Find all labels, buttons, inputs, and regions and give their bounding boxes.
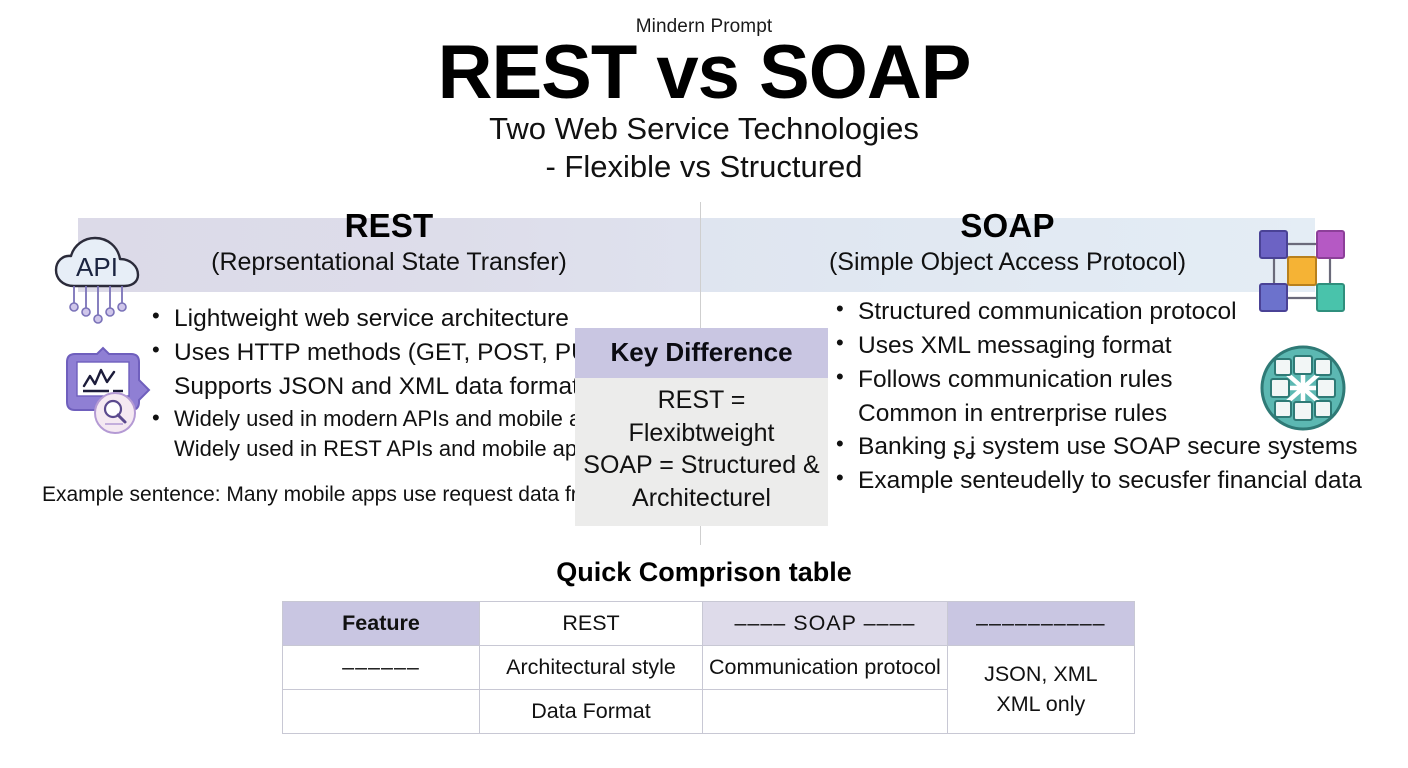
key-difference-card: Key Difference REST = Flexibtweight SOAP… — [575, 328, 828, 526]
cell-formats-merged: JSON, XML XML only — [946, 645, 1135, 734]
key-difference-line-1-base: REST = Flexibtweight — [628, 386, 775, 447]
list-item: Supports JSON and XML data formats — [174, 372, 592, 400]
api-cloud-icon: API — [54, 236, 140, 324]
page-subtitle: Two Web Service Technologies - Flexible … — [0, 110, 1408, 186]
table-row: Data Format — [282, 689, 1135, 734]
soap-column-heading: SOAP (Simple Object Access Protocol) — [700, 209, 1315, 275]
list-item: Follows communication rules — [836, 363, 1316, 396]
cell-soap-1: Communication protocol — [702, 645, 948, 690]
cell-formats-line-1: JSON, XML — [984, 662, 1098, 687]
document-chart-icon — [66, 346, 151, 434]
list-item: Structured communication protocol — [836, 295, 1316, 328]
column-header-soap: –––– SOAP –––– — [702, 601, 948, 646]
cell-feature-2 — [282, 689, 480, 734]
list-item: Example senteudelly to secusfer financia… — [836, 464, 1362, 497]
svg-text:API: API — [76, 252, 118, 282]
cell-rest-2: Data Format — [479, 689, 703, 734]
column-header-unlabeled: –––––––––– — [946, 601, 1135, 646]
list-item: Widely used in modern APIs and mobile ap… — [152, 404, 622, 434]
node-network-icon — [1259, 230, 1345, 312]
list-item: Uses HTTP methods (GET, POST, PUT, DELET… — [152, 336, 710, 369]
subtitle-line-1: Two Web Service Technologies — [489, 111, 919, 146]
soap-bullet-list: Structured communication protocol Uses X… — [836, 295, 1362, 499]
table-row: –––––– Architectural style Communication… — [282, 645, 1135, 734]
soap-header-band — [700, 218, 1315, 292]
list-item: Widely used in REST APIs and mobile apps — [174, 436, 601, 462]
key-difference-line-2: SOAP = Structured & — [583, 451, 820, 479]
list-item: Lightweight web service architecture — [152, 302, 622, 335]
soap-title: SOAP — [960, 207, 1055, 244]
key-difference-body: REST = Flexibtweight SOAP = Structured &… — [575, 378, 828, 526]
cell-formats-line-2: XML only — [996, 691, 1086, 716]
list-item: Banking ʂʝ system use SOAP secure system… — [836, 430, 1357, 463]
cell-feature-1: –––––– — [282, 645, 480, 690]
cell-soap-2 — [702, 689, 948, 734]
rest-title: REST — [344, 207, 434, 244]
subtitle-line-2: - Flexible vs Structured — [545, 148, 863, 184]
soap-expansion: (Simple Object Access Protocol) — [828, 248, 1187, 276]
key-difference-title: Key Difference — [575, 328, 828, 378]
rest-column-heading: REST (Reprsentational State Transfer) — [78, 209, 700, 275]
column-header-rest: REST — [479, 601, 703, 646]
rest-header-band — [78, 218, 700, 292]
cell-rest-1: Architectural style — [479, 645, 703, 690]
rest-expansion: (Reprsentational State Transfer) — [211, 248, 567, 276]
table-title: Quick Comprison table — [556, 557, 852, 587]
kicker-text: Mindern Prompt — [635, 16, 773, 37]
rest-example-sentence: Example sentence: Many mobile apps use r… — [42, 483, 727, 506]
list-item: Common in entrerprise rules — [858, 399, 1168, 427]
column-header-feature: Feature — [282, 601, 480, 646]
overlapping-text: REST = Flexibtweight — [583, 384, 820, 449]
key-difference-line-3: Architecturel — [632, 483, 771, 512]
comparison-table: Feature REST –––– SOAP –––– –––––––––– –… — [282, 601, 1135, 734]
list-item: Uses XML messaging format — [836, 329, 1316, 362]
rest-bullet-list: Lightweight web service architecture Use… — [152, 302, 710, 466]
table-header-row: Feature REST –––– SOAP –––– –––––––––– — [282, 601, 1135, 646]
page-title: REST vs SOAP — [437, 30, 972, 115]
mesh-network-circle-icon — [1260, 345, 1346, 431]
key-difference-line-1: REST = Flexibtweight — [583, 384, 820, 449]
